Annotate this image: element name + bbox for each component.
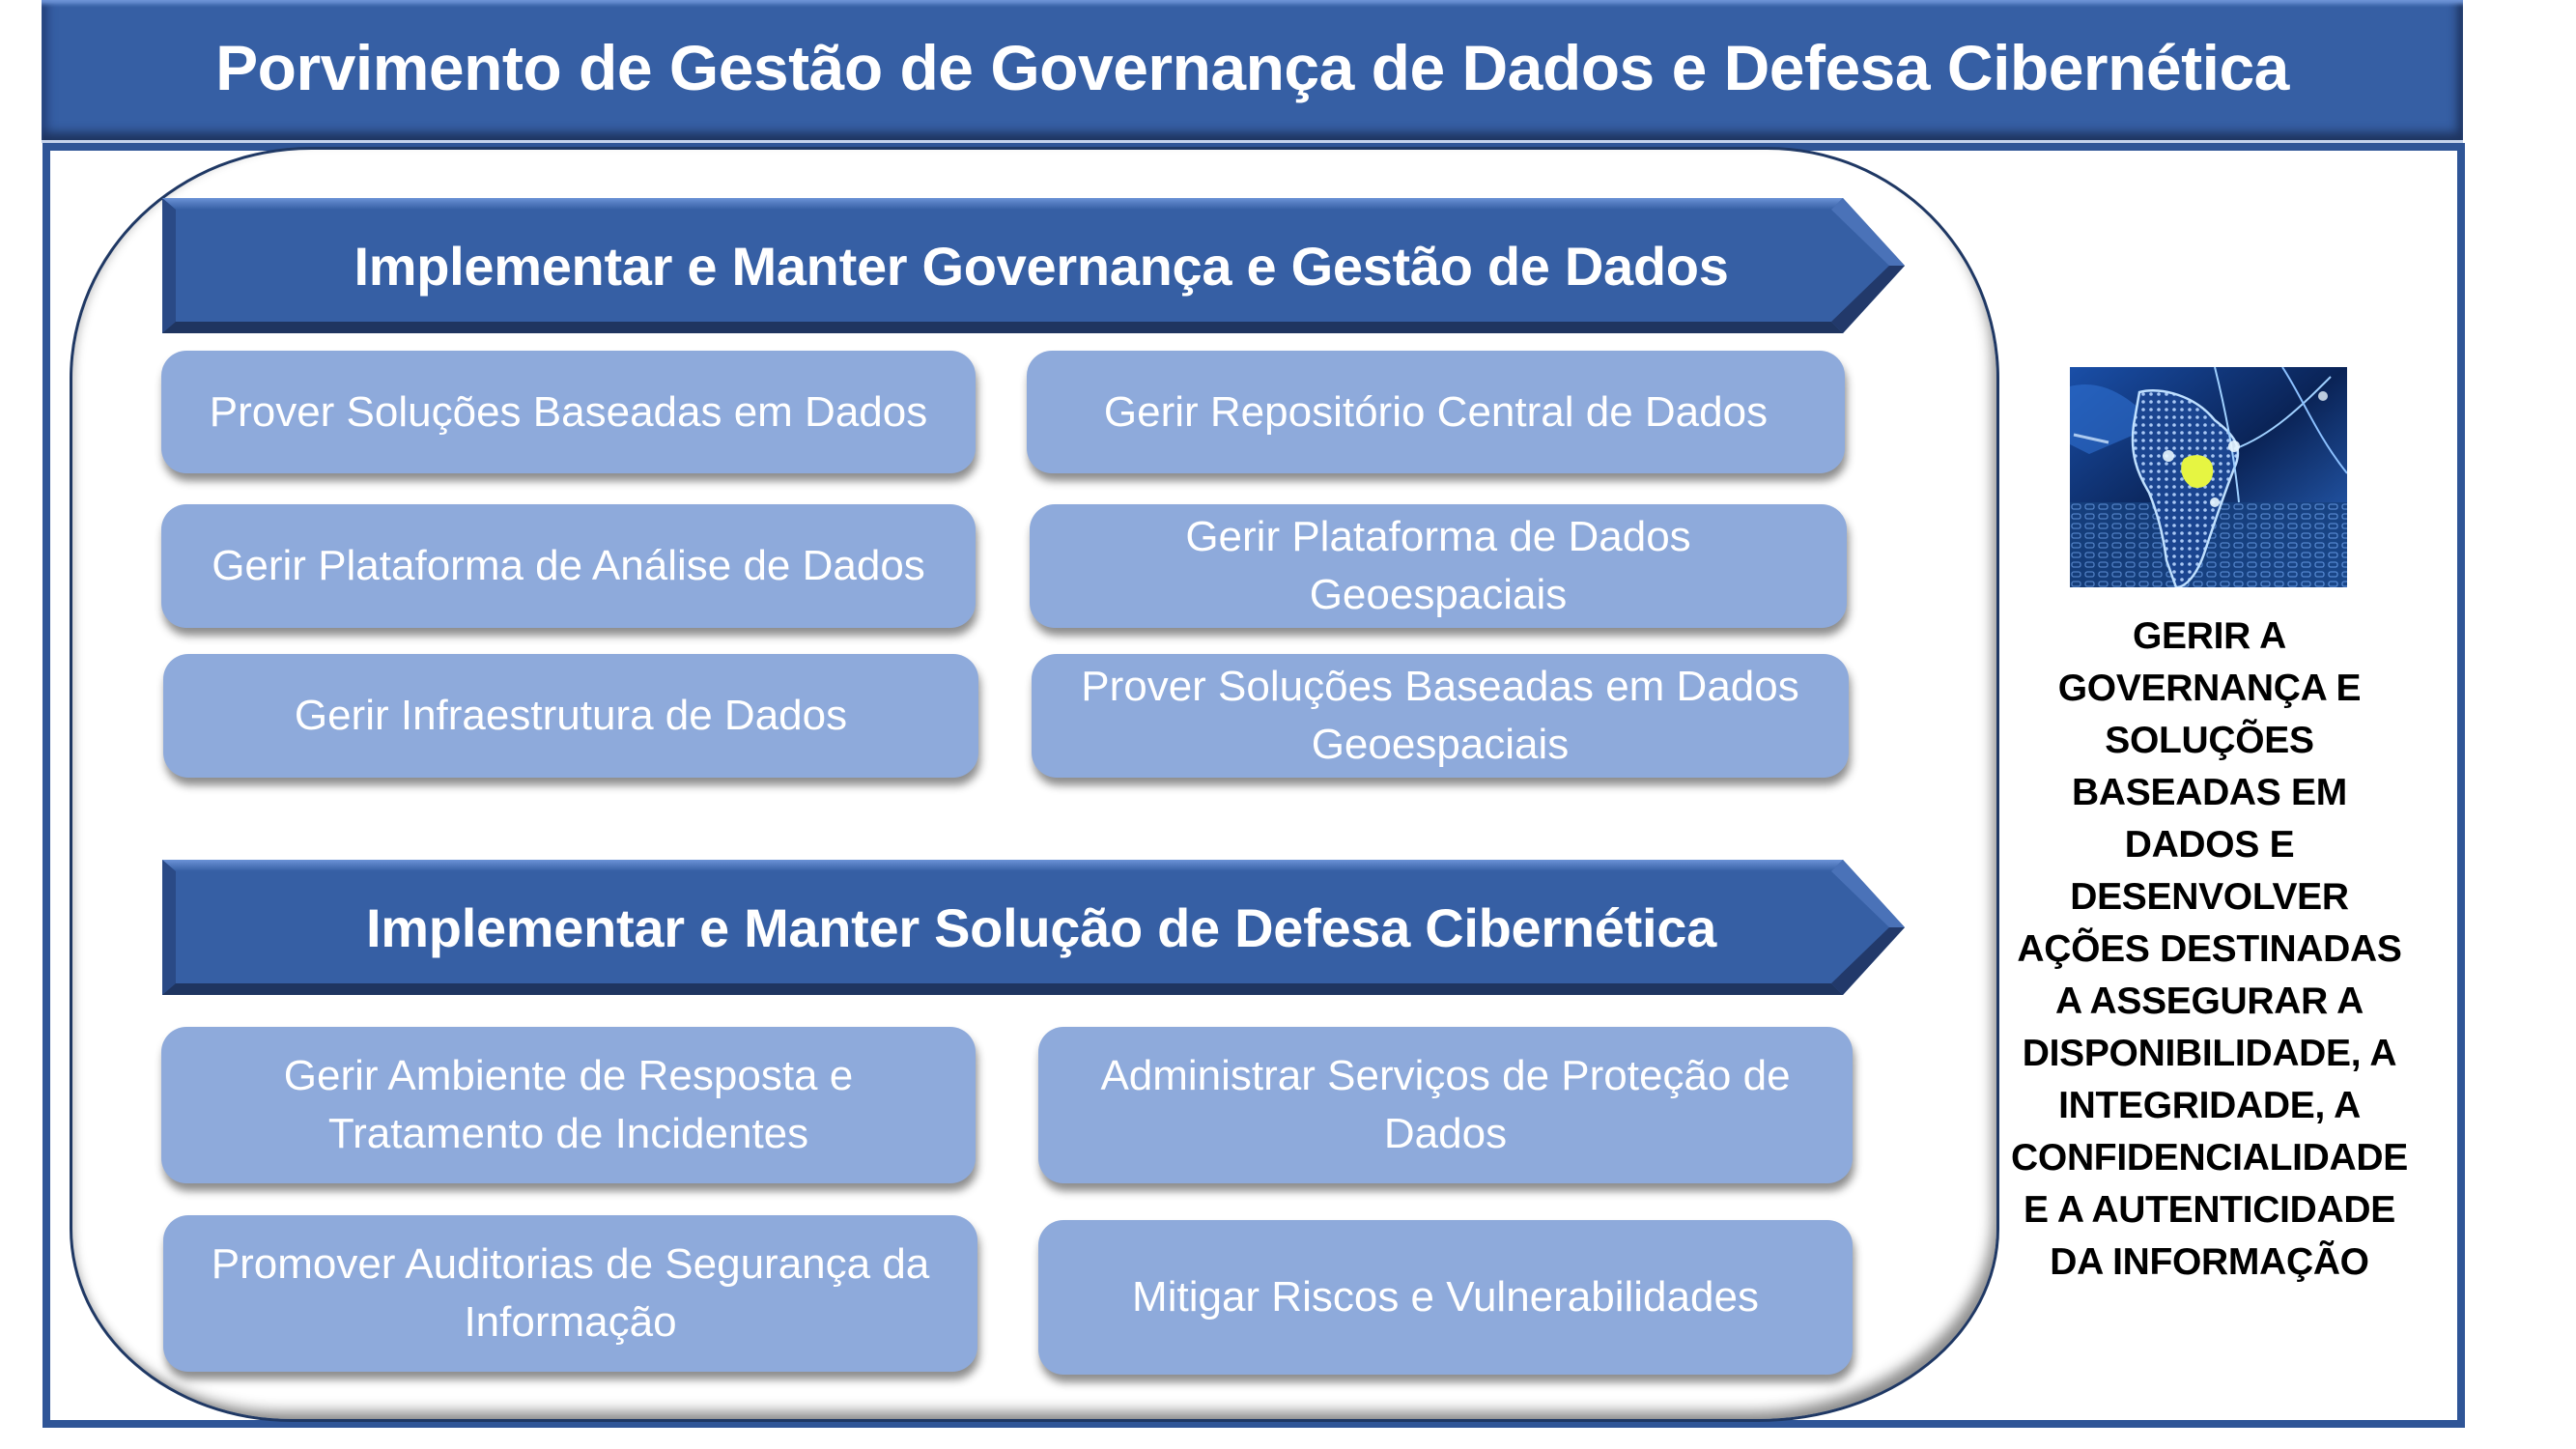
activity-box[interactable]: Gerir Ambiente de Resposta e Tratamento …: [161, 1027, 976, 1183]
arrow-banner-shape: [162, 198, 1905, 333]
south-america-map-icon: [2070, 367, 2347, 587]
activity-box[interactable]: Mitigar Riscos e Vulnerabilidades: [1038, 1220, 1853, 1375]
activity-box[interactable]: Gerir Plataforma de Análise de Dados: [161, 504, 976, 628]
section-banner-cyber-defense: Implementar e Manter Solução de Defesa C…: [162, 860, 1905, 995]
section-banner-data-governance: Implementar e Manter Governança e Gestão…: [162, 198, 1905, 333]
activity-box[interactable]: Promover Auditorias de Segurança da Info…: [163, 1215, 977, 1372]
page-title: Porvimento de Gestão de Governança de Da…: [215, 31, 2289, 103]
activity-box[interactable]: Administrar Serviços de Proteção de Dado…: [1038, 1027, 1853, 1183]
mission-statement: GERIR A GOVERNANÇA E SOLUÇÕES BASEADAS E…: [2011, 615, 2408, 1283]
activity-box[interactable]: Gerir Plataforma de Dados Geoespaciais: [1030, 504, 1847, 628]
activity-box[interactable]: Gerir Repositório Central de Dados: [1027, 351, 1845, 473]
section-title: Implementar e Manter Solução de Defesa C…: [366, 896, 1716, 958]
section-title: Implementar e Manter Governança e Gestão…: [354, 235, 1729, 297]
arrow-banner-shape: [162, 860, 1905, 995]
header-banner: Porvimento de Gestão de Governança de Da…: [42, 0, 2463, 143]
activity-box[interactable]: Prover Soluções Baseadas em Dados Geoesp…: [1032, 654, 1849, 778]
activity-box[interactable]: Prover Soluções Baseadas em Dados: [161, 351, 976, 473]
activity-box[interactable]: Gerir Infraestrutura de Dados: [163, 654, 978, 778]
